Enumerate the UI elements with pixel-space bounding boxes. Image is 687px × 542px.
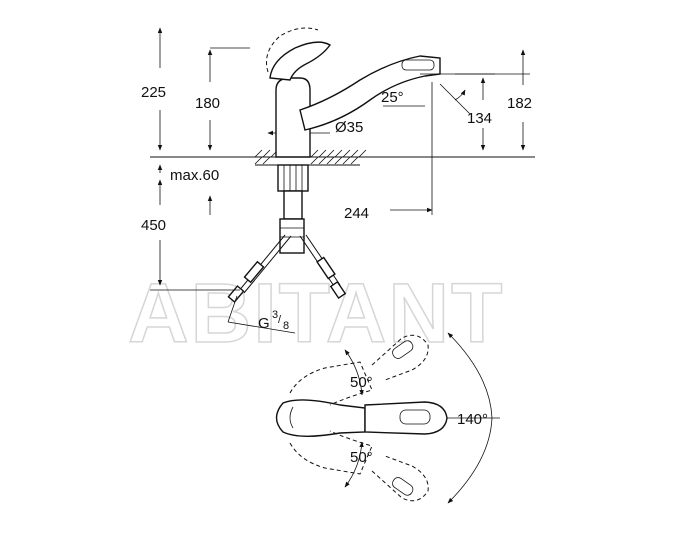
dim-thread-denominator: 8: [283, 320, 289, 332]
watermark-logo: ABITANT: [128, 266, 504, 360]
angle-upper: 50°: [350, 374, 373, 391]
dim-thread-numerator: 3: [272, 309, 278, 321]
dimension-lines: [150, 27, 530, 291]
hose-left-inner: [243, 235, 292, 294]
countertop-hatch: [254, 149, 367, 165]
hose-left: [237, 234, 286, 293]
lever-top: [275, 399, 366, 437]
faucet-body: [275, 77, 311, 158]
hose-right-fitting: [316, 256, 336, 280]
spout-right-position: [371, 455, 429, 502]
faucet-top-view: [275, 334, 448, 502]
hose-right-end: [329, 280, 347, 300]
dim-thread: G 3 / 8: [258, 309, 289, 332]
thread-leader: [227, 295, 238, 323]
dim-spout-height: 180: [195, 95, 220, 112]
dim-thread-base: G: [258, 315, 270, 332]
dim-angle: 25°: [381, 89, 404, 106]
dim-mount-thickness: max.60: [170, 167, 219, 184]
hose-left-fitting: [243, 260, 265, 284]
angle-total: 140°: [457, 411, 488, 428]
faucet-side-view: [266, 27, 441, 158]
spray-head-detail: [401, 59, 435, 71]
pull-out-spout: [299, 55, 441, 131]
lever-handle: [269, 41, 332, 81]
threaded-shank: [283, 190, 303, 220]
dim-diameter: Ø35: [335, 119, 363, 136]
spout-top: [364, 401, 448, 435]
angle-lower: 50°: [350, 449, 373, 466]
spout-left-position: [371, 334, 429, 381]
svg-text:/: /: [278, 314, 282, 326]
dim-outlet-height: 182: [507, 95, 532, 112]
mounting-assembly: [277, 164, 309, 254]
supply-hoses: [227, 234, 347, 334]
dim-spray-drop: 134: [467, 110, 492, 127]
dim-reach: 244: [344, 205, 369, 222]
mounting-nut: [277, 164, 309, 192]
dim-hose-length: 450: [141, 217, 166, 234]
dim-total-height: 225: [141, 84, 166, 101]
angle-arcs: [344, 332, 500, 504]
spray-head-top: [399, 409, 431, 425]
